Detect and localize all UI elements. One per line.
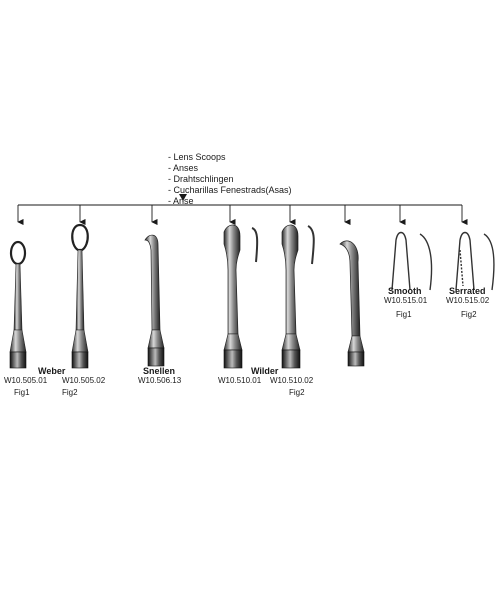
serrated-label: Serrated bbox=[449, 286, 486, 296]
catalog-header: - Lens Scoops - Anses - Drahtschlingen -… bbox=[168, 152, 338, 207]
smooth-code: W10.515.01 bbox=[384, 296, 428, 305]
wilder-fig2-label: Fig2 bbox=[289, 388, 305, 397]
header-line-anse: - Anse bbox=[168, 196, 194, 206]
header-line-cucharillas: - Cucharillas Fenestrads(Asas) bbox=[168, 185, 292, 195]
wilder-fig1-instrument bbox=[223, 224, 259, 369]
weber-fig2-code: W10.505.02 bbox=[62, 376, 106, 385]
connector-top-arrow bbox=[179, 194, 187, 201]
serrated-loop-instrument bbox=[455, 231, 495, 291]
snellen-code: W10.506.13 bbox=[138, 376, 182, 385]
weber-fig1-label: Fig1 bbox=[14, 388, 30, 397]
header-line-anses: - Anses bbox=[168, 163, 199, 173]
snellen-label: Snellen bbox=[143, 366, 176, 376]
wilder-label: Wilder bbox=[251, 366, 279, 376]
weber-fig2-label: Fig2 bbox=[62, 388, 78, 397]
snellen-instrument bbox=[144, 234, 165, 367]
smooth-label: Smooth bbox=[388, 286, 422, 296]
header-line-lens-scoops: - Lens Scoops bbox=[168, 152, 226, 162]
weber-fig1-instrument bbox=[9, 240, 27, 369]
serrated-code: W10.515.02 bbox=[446, 296, 490, 305]
smooth-loop-instrument bbox=[391, 231, 433, 291]
wilder-fig1-code: W10.510.01 bbox=[218, 376, 262, 385]
scoop-instrument bbox=[339, 240, 365, 367]
wilder-fig2-code: W10.510.02 bbox=[270, 376, 314, 385]
wilder-fig2-instrument bbox=[281, 224, 315, 369]
smooth-fig-label: Fig1 bbox=[396, 310, 412, 319]
weber-label: Weber bbox=[38, 366, 66, 376]
weber-fig2-instrument bbox=[71, 223, 89, 369]
serrated-fig-label: Fig2 bbox=[461, 310, 477, 319]
header-line-drahtschlingen: - Drahtschlingen bbox=[168, 174, 234, 184]
weber-fig1-code: W10.505.01 bbox=[4, 376, 48, 385]
